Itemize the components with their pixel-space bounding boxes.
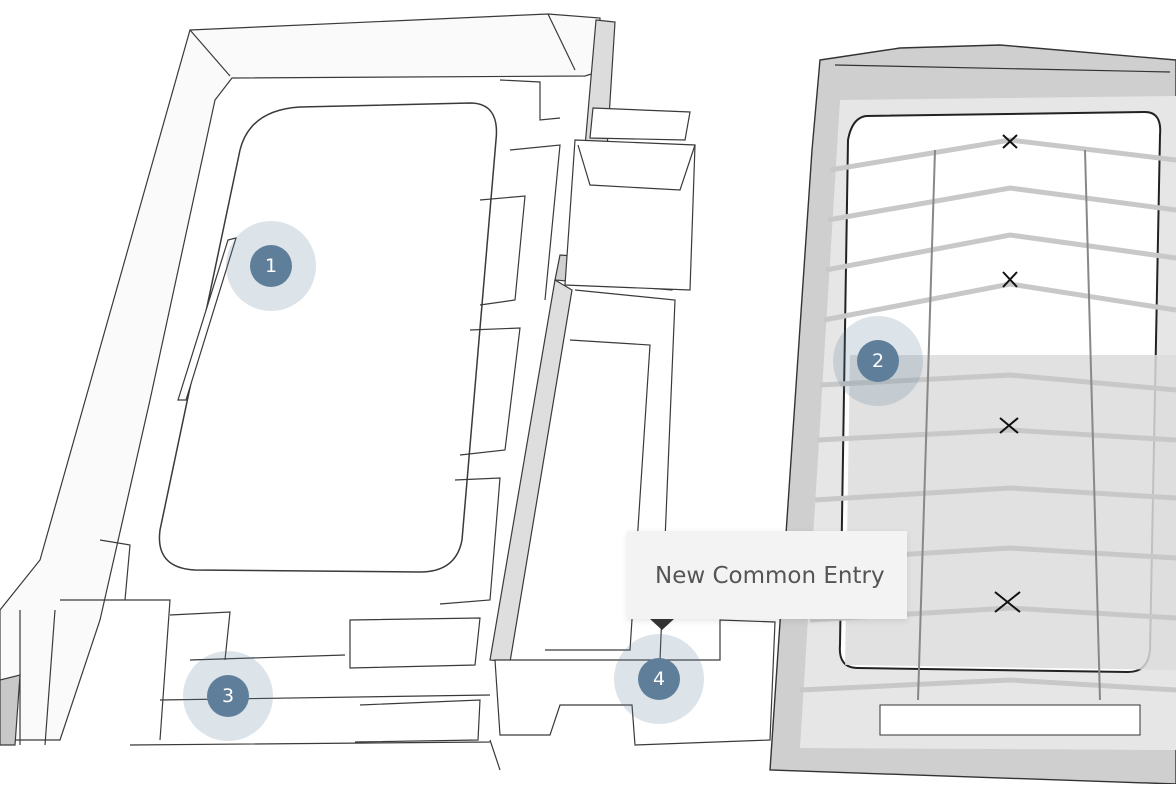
hotspot-2-number: 2 xyxy=(857,340,899,382)
tooltip-label: New Common Entry xyxy=(655,563,885,589)
right-building xyxy=(769,44,1176,785)
left-building xyxy=(0,13,776,771)
hotspot-4-number: 4 xyxy=(638,658,680,700)
hotspot-3-number: 3 xyxy=(207,675,249,717)
hotspot-3[interactable]: 3 xyxy=(183,651,273,741)
hotspot-4[interactable]: 4 xyxy=(614,634,704,724)
tooltip-arrow-icon xyxy=(650,619,674,630)
hotspot-1[interactable]: 1 xyxy=(226,221,316,311)
hotspot-1-number: 1 xyxy=(250,245,292,287)
hotspot-tooltip: New Common Entry xyxy=(627,531,907,630)
hotspot-2[interactable]: 2 xyxy=(833,316,923,406)
